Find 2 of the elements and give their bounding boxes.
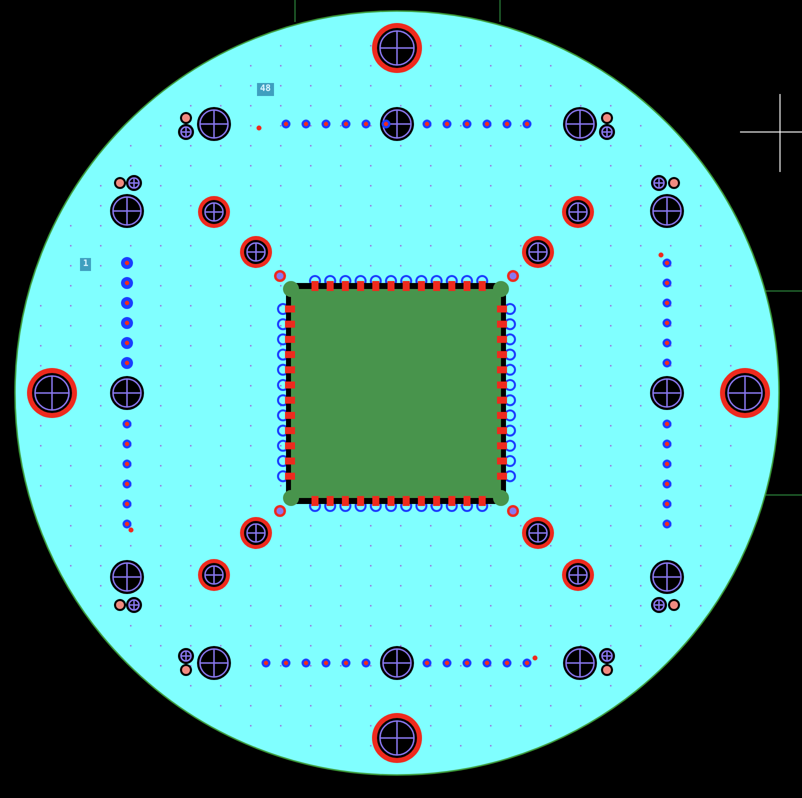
pin-number-label: 1 <box>80 258 92 271</box>
pin-number-label: 48 <box>257 83 274 96</box>
